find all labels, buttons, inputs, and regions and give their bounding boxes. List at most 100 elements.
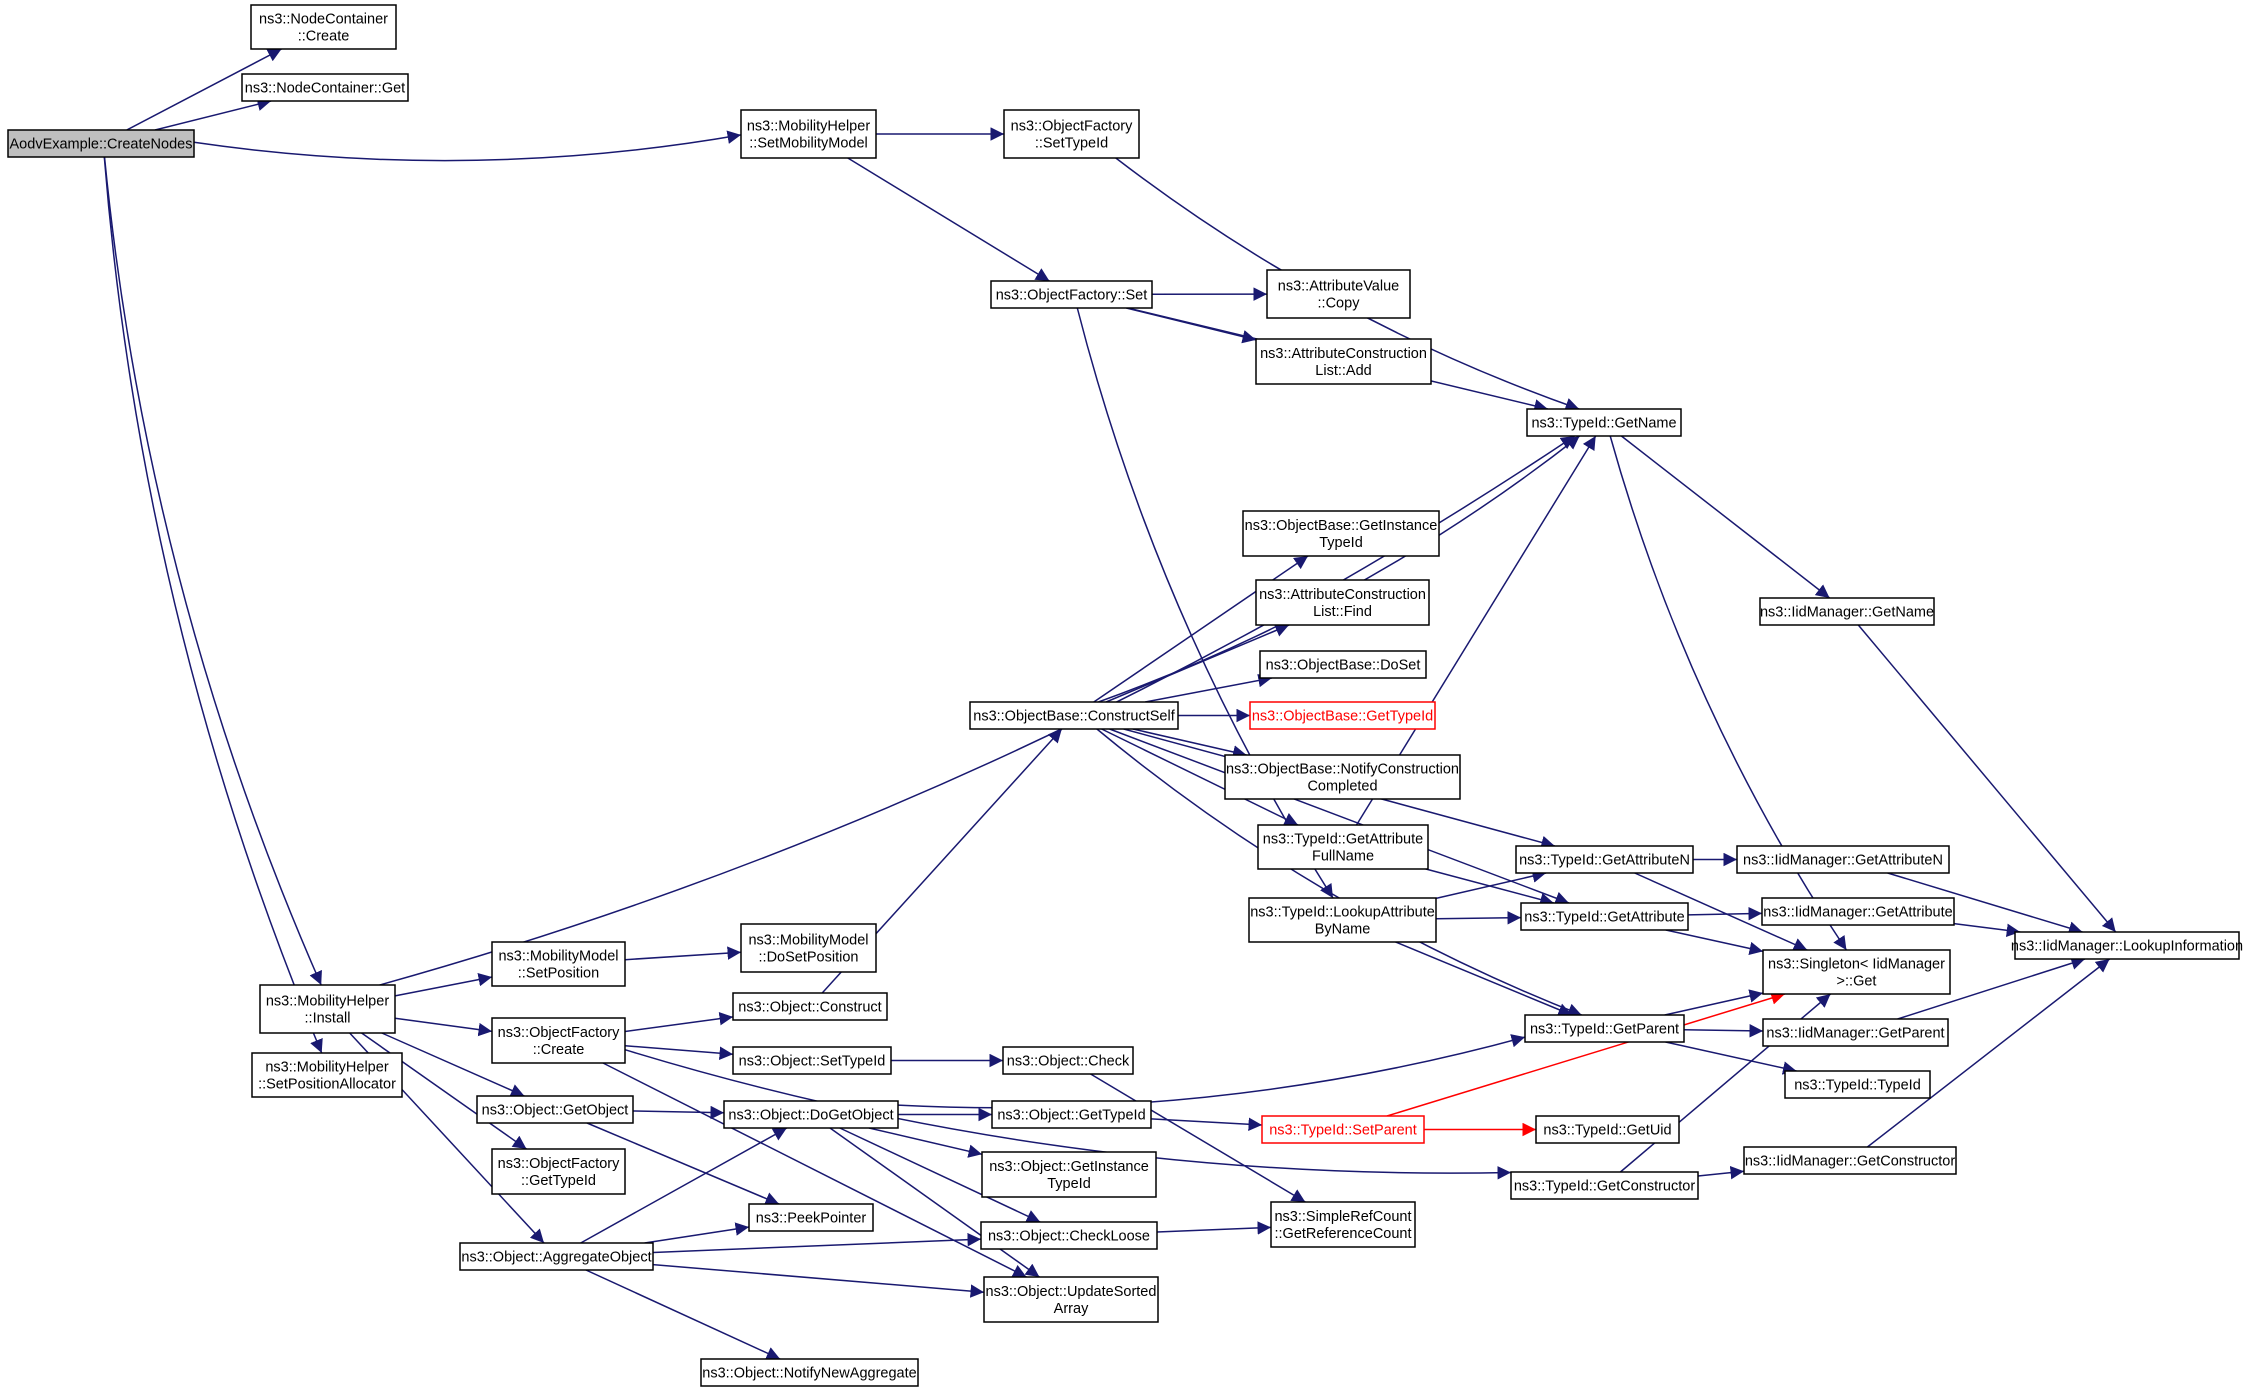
node-box <box>1535 1115 1680 1144</box>
node-tid-getname[interactable]: ns3::TypeId::GetName <box>1526 408 1682 437</box>
node-box <box>1002 1046 1134 1075</box>
node-label: ByName <box>1315 922 1371 938</box>
node-label: ns3::IidManager::LookupInformation <box>2011 939 2243 955</box>
node-peekpointer[interactable]: ns3::PeekPointer <box>748 1203 874 1232</box>
node-iid-getctor[interactable]: ns3::IidManager::GetConstructor <box>1743 1146 1957 1175</box>
node-src-getrefcount[interactable]: ns3::SimpleRefCount::GetReferenceCount <box>1270 1201 1416 1248</box>
edge-of_create-to-obj_construct <box>624 1012 734 1033</box>
node-tid-setparent[interactable]: ns3::TypeId::SetParent <box>1261 1115 1425 1144</box>
node-tid-getattr[interactable]: ns3::TypeId::GetAttribute <box>1520 902 1689 931</box>
node-box <box>259 984 396 1034</box>
edge-tid_getattrn-to-singleton <box>1634 872 1808 951</box>
edge-ob_constructself-to-tid_getattrfull <box>1101 728 1299 826</box>
node-label: List::Find <box>1313 604 1372 620</box>
node-label: ::DoSetPosition <box>759 950 859 966</box>
node-iid-getattr[interactable]: ns3::IidManager::GetAttribute <box>1761 897 1955 926</box>
node-iid-lookup[interactable]: ns3::IidManager::LookupInformation <box>2011 931 2243 960</box>
node-box <box>1266 269 1411 319</box>
node-tid-getctor[interactable]: ns3::TypeId::GetConstructor <box>1510 1171 1699 1200</box>
node-box <box>990 280 1153 309</box>
node-av-copy[interactable]: ns3::AttributeValue::Copy <box>1266 269 1411 319</box>
edge-obj_checkloose-to-src_getrefcount <box>1156 1221 1272 1235</box>
node-tid-getuid[interactable]: ns3::TypeId::GetUid <box>1535 1115 1680 1144</box>
node-label: ns3::Object::SetTypeId <box>739 1054 886 1070</box>
node-label: ns3::TypeId::LookupAttribute <box>1250 905 1435 921</box>
node-box <box>732 992 888 1021</box>
edge-iid_getctor-to-iid_lookup <box>1866 958 2111 1148</box>
node-label: ns3::Object::GetTypeId <box>997 1108 1145 1124</box>
node-mh-setposalloc[interactable]: ns3::MobilityHelper::SetPositionAllocato… <box>251 1052 403 1098</box>
node-of-settypeid[interactable]: ns3::ObjectFactory::SetTypeId <box>1003 109 1140 159</box>
edge-aodv-to-nc_create <box>126 48 282 131</box>
node-obj-gettypeid[interactable]: ns3::Object::GetTypeId <box>991 1100 1152 1129</box>
node-label: ns3::IidManager::GetAttributeN <box>1743 853 1943 869</box>
node-box <box>740 923 877 973</box>
node-aodv[interactable]: AodvExample::CreateNodes <box>7 129 195 158</box>
node-ob-gettypeid[interactable]: ns3::ObjectBase::GetTypeId <box>1249 701 1436 730</box>
node-obj-construct[interactable]: ns3::Object::Construct <box>732 992 888 1021</box>
node-label: ns3::ObjectBase::NotifyConstruction <box>1226 762 1459 778</box>
node-tid-getattrn[interactable]: ns3::TypeId::GetAttributeN <box>1515 845 1694 874</box>
node-tid-getparent[interactable]: ns3::TypeId::GetParent <box>1524 1014 1685 1043</box>
edge-mh_install-to-of_create <box>394 1017 493 1037</box>
node-of-create[interactable]: ns3::ObjectFactory::Create <box>491 1017 626 1064</box>
node-box <box>476 1095 634 1124</box>
node-obj-checkloose[interactable]: ns3::Object::CheckLoose <box>980 1221 1158 1250</box>
node-ob-doset[interactable]: ns3::ObjectBase::DoSet <box>1259 650 1427 679</box>
node-mh-setmm[interactable]: ns3::MobilityHelper::SetMobilityModel <box>740 109 877 159</box>
node-label: ::SetMobilityModel <box>749 136 867 152</box>
node-nc-create[interactable]: ns3::NodeContainer::Create <box>250 4 397 50</box>
node-singleton[interactable]: ns3::Singleton< IidManager>::Get <box>1762 949 1951 995</box>
node-label: ns3::Object::DoGetObject <box>728 1108 893 1124</box>
node-obj-settypeid[interactable]: ns3::Object::SetTypeId <box>732 1046 892 1075</box>
node-box <box>1784 1070 1931 1099</box>
node-box <box>723 1100 899 1129</box>
node-of-gettypeid[interactable]: ns3::ObjectFactory::GetTypeId <box>491 1148 626 1195</box>
node-of-set[interactable]: ns3::ObjectFactory::Set <box>990 280 1153 309</box>
node-tid-typeid[interactable]: ns3::TypeId::TypeId <box>1784 1070 1931 1099</box>
edge-ob_constructself-to-tid_getattr <box>1109 728 1570 905</box>
node-ob-constructself[interactable]: ns3::ObjectBase::ConstructSelf <box>969 701 1179 730</box>
edge-tid_getattr-to-singleton <box>1665 929 1764 956</box>
node-box <box>740 109 877 159</box>
node-mm-setpos[interactable]: ns3::MobilityModel::SetPosition <box>491 941 626 987</box>
nodes-layer: AodvExample::CreateNodes ns3::NodeContain… <box>7 4 2243 1387</box>
node-label: >::Get <box>1837 974 1877 990</box>
node-iid-getattrn[interactable]: ns3::IidManager::GetAttributeN <box>1736 845 1950 874</box>
node-ob-notify[interactable]: ns3::ObjectBase::NotifyConstructionCompl… <box>1224 754 1461 800</box>
node-label: ns3::ObjectFactory <box>1011 119 1133 135</box>
node-label: ns3::MobilityHelper <box>266 994 389 1010</box>
node-obj-dogetobject[interactable]: ns3::Object::DoGetObject <box>723 1100 899 1129</box>
node-obj-getobject[interactable]: ns3::Object::GetObject <box>476 1095 634 1124</box>
node-label: ns3::Object::GetObject <box>482 1103 629 1119</box>
node-label: ns3::IidManager::GetParent <box>1766 1026 1944 1042</box>
node-mh-install[interactable]: ns3::MobilityHelper::Install <box>259 984 396 1034</box>
edge-obj_aggregate-to-obj_updatesorted <box>652 1263 985 1298</box>
node-box <box>7 129 195 158</box>
node-box <box>1759 597 1935 626</box>
node-label: ns3::TypeId::GetAttribute <box>1524 910 1684 926</box>
node-obj-aggregate[interactable]: ns3::Object::AggregateObject <box>459 1242 654 1271</box>
node-box <box>1249 701 1436 730</box>
node-nc-get[interactable]: ns3::NodeContainer::Get <box>241 73 409 102</box>
node-label: ::SetTypeId <box>1035 136 1108 152</box>
node-label: List::Add <box>1315 363 1371 379</box>
node-label: ns3::TypeId::GetConstructor <box>1514 1179 1696 1195</box>
node-iid-getname[interactable]: ns3::IidManager::GetName <box>1759 597 1935 626</box>
node-label: ::GetTypeId <box>521 1173 596 1189</box>
edge-obj_getobject-to-peekpointer <box>586 1122 780 1205</box>
node-obj-notifynew[interactable]: ns3::Object::NotifyNewAggregate <box>700 1358 919 1387</box>
node-obj-check[interactable]: ns3::Object::Check <box>1002 1046 1134 1075</box>
edge-obj_check-to-src_getrefcount <box>1090 1073 1306 1203</box>
node-iid-getparent[interactable]: ns3::IidManager::GetParent <box>1762 1018 1949 1047</box>
node-mm-dosetpos[interactable]: ns3::MobilityModel::DoSetPosition <box>740 923 877 973</box>
node-label: AodvExample::CreateNodes <box>10 137 193 153</box>
